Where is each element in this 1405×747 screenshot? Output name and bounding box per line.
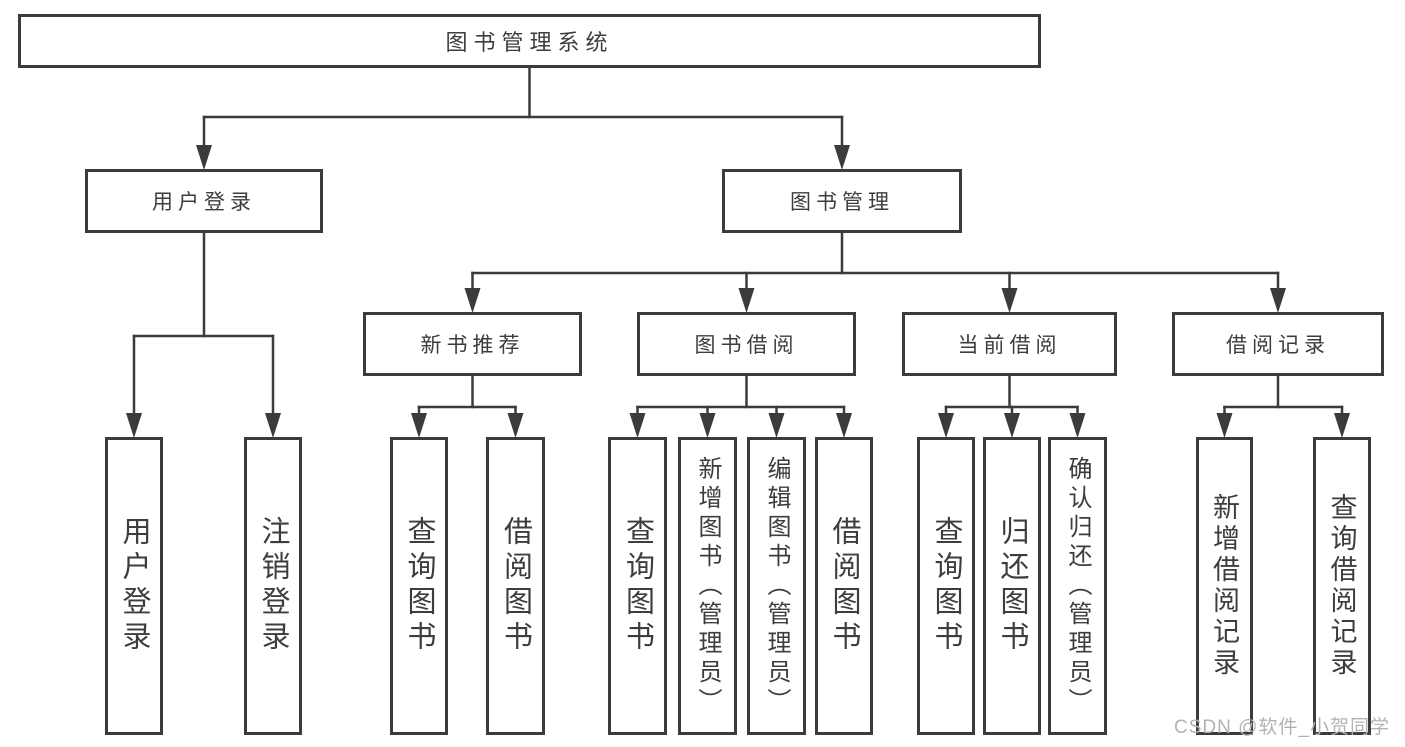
node-user-login-leaf: 用户登录	[105, 437, 163, 735]
csdn-watermark: CSDN @软件_小贺同学	[1174, 717, 1390, 738]
node-current-borrowing: 当前借阅	[902, 312, 1117, 376]
node-library-system: 图书管理系统	[18, 14, 1041, 68]
node-bb-borrow-book: 借阅图书	[815, 437, 873, 735]
node-br-add-record: 新增借阅记录	[1196, 437, 1253, 735]
node-cb-query-book: 查询图书	[917, 437, 975, 735]
node-cb-confirm-return-admin: 确认归还（管理员）	[1048, 437, 1107, 735]
node-user-login: 用户登录	[85, 169, 323, 233]
node-br-query-record: 查询借阅记录	[1313, 437, 1371, 735]
node-cb-return-book: 归还图书	[983, 437, 1041, 735]
node-borrow-records: 借阅记录	[1172, 312, 1384, 376]
node-new-book-recommend: 新书推荐	[363, 312, 582, 376]
node-bb-edit-book-admin: 编辑图书（管理员）	[747, 437, 806, 735]
node-book-borrowing: 图书借阅	[637, 312, 856, 376]
node-nbr-borrow-book: 借阅图书	[486, 437, 545, 735]
node-bb-query-book: 查询图书	[608, 437, 667, 735]
node-book-management: 图书管理	[722, 169, 962, 233]
node-logout-leaf: 注销登录	[244, 437, 302, 735]
node-bb-add-book-admin: 新增图书（管理员）	[678, 437, 737, 735]
node-nbr-query-book: 查询图书	[390, 437, 448, 735]
